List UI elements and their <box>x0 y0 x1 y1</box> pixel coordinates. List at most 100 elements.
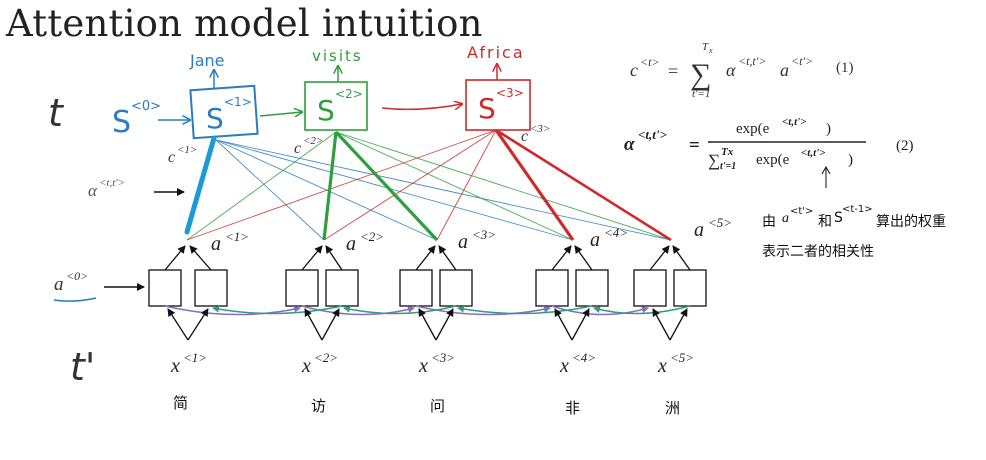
initial-state-sup: <0> <box>131 99 161 114</box>
annotation-5: a <box>694 219 704 241</box>
note-a: a <box>782 211 789 226</box>
state-box-1-label: S <box>206 102 224 135</box>
annotation-3-sup: <3> <box>472 227 496 242</box>
eq2-sum-upper: Tx <box>721 146 734 158</box>
note-prefix: 由 <box>762 214 776 230</box>
slide-title: Attention model intuition <box>6 2 483 45</box>
eq2-numerator: exp(e <box>736 121 770 137</box>
eq1-term1-sup: <t,t'> <box>738 54 766 68</box>
input-char-2: 访 <box>311 397 326 415</box>
annotation-4-sup: <4> <box>604 225 628 240</box>
time-t-prime-label: t' <box>70 345 95 389</box>
note-line2: 表示二者的相关性 <box>762 244 874 260</box>
eq2-lhs: α <box>624 134 635 155</box>
eq2-tag: (2) <box>896 138 914 154</box>
input-2-sup: <2> <box>314 350 338 365</box>
context-3-sup: <3> <box>530 123 550 135</box>
annotation-4: a <box>590 229 600 251</box>
attention-strong-2-3 <box>334 130 439 242</box>
eq1-equals: = <box>668 61 678 81</box>
context-2-sup: <2> <box>303 135 323 147</box>
state-arrow-1-2 <box>259 112 302 116</box>
annotation-3: a <box>458 231 468 253</box>
eq1-lhs: c <box>630 60 638 80</box>
attention-strong-3-5 <box>495 128 672 242</box>
attention-lines-red <box>186 129 497 241</box>
state-box-3-sup: <3> <box>496 86 524 100</box>
input-1: x <box>170 355 180 377</box>
eq1-sum-upper-sub: x <box>708 46 713 55</box>
eq2-numerator-sup: <t,t'> <box>782 116 806 128</box>
eq1-lhs-sup: <t> <box>640 55 660 69</box>
state-box-2 <box>304 81 368 131</box>
output-word-2: visits <box>312 47 363 65</box>
input-1-sup: <1> <box>183 350 207 365</box>
annotation-1: a <box>211 233 221 255</box>
annotation-5-sup: <5> <box>708 215 732 230</box>
note-a-sup: <t'> <box>790 206 813 217</box>
attention-strong-2-2 <box>322 131 338 241</box>
encoder-cells <box>148 269 707 307</box>
note-s-sup: <t-1> <box>842 204 873 215</box>
eq1-sum-lower: t'=1 <box>692 88 710 100</box>
eq2-numerator-close: ) <box>826 121 831 137</box>
input-char-5: 洲 <box>665 399 680 417</box>
attention-lines-green <box>186 131 672 241</box>
initial-state-label: S <box>112 105 131 140</box>
eq2-sum-lower: t'=1 <box>720 161 736 172</box>
input-4: x <box>559 355 569 377</box>
state-box-3-label: S <box>478 92 496 125</box>
annotation-1-sup: <1> <box>225 229 249 244</box>
formula-2: α <t,t'> = exp(e <t,t'> ) ∑ Tx t'=1 exp(… <box>624 116 914 172</box>
eq1-term2-sup: <t'> <box>791 54 813 68</box>
state-box-2-label: S <box>317 94 335 127</box>
input-char-3: 问 <box>430 397 445 415</box>
context-2-label: c <box>294 140 301 157</box>
eq2-pointer-head <box>821 165 831 175</box>
a0-underline <box>53 297 97 302</box>
backward-arcs <box>212 305 691 315</box>
context-3-label: c <box>521 128 528 145</box>
weight-note: 由 a <t'> 和 S <t-1> 算出的权重 表示二者的相关性 <box>762 204 946 260</box>
state-box-1-sup: <1> <box>224 95 252 109</box>
note-s: S <box>834 210 843 226</box>
eq1-term1: α <box>726 60 736 80</box>
alpha-label: α <box>88 181 98 200</box>
eq2-equals: = <box>689 135 700 156</box>
time-t-label: t <box>48 91 65 135</box>
a0-label: a <box>54 274 64 295</box>
state-box-2-sup: <2> <box>335 87 363 101</box>
attention-lines-blue <box>215 139 672 241</box>
eq1-term2: a <box>780 60 789 80</box>
annotation-2: a <box>346 233 356 255</box>
eq2-denominator-close: ) <box>848 152 853 168</box>
eq2-denominator: exp(e <box>756 152 790 168</box>
input-5: x <box>657 355 667 377</box>
input-arrows <box>167 308 688 341</box>
eq1-sigma: ∑ <box>690 58 711 91</box>
input-char-4: 非 <box>565 399 580 417</box>
eq2-lhs-sup: <t,t'> <box>638 127 667 142</box>
state-arrow-2-3 <box>381 104 462 111</box>
attention-strong-1-1 <box>184 135 217 235</box>
attention-strong-3-4 <box>494 129 575 241</box>
eq1-tag: (1) <box>836 60 854 76</box>
note-middle: 和 <box>818 214 832 230</box>
input-2: x <box>301 355 311 377</box>
output-word-1: Jane <box>189 51 225 70</box>
alpha-label-sup: <t,t'> <box>99 177 125 189</box>
cell-up-arrows <box>164 245 691 271</box>
note-suffix: 算出的权重 <box>876 214 946 230</box>
input-4-sup: <4> <box>572 350 596 365</box>
input-3: x <box>418 355 428 377</box>
output-word-3: Africa <box>467 43 525 62</box>
input-5-sup: <5> <box>670 350 694 365</box>
eq1-sum-upper: T <box>702 41 709 53</box>
formula-1: c <t> = ∑ T x t'=1 α <t,t'> a <t'> (1) <box>630 41 854 100</box>
a0-label-sup: <0> <box>66 269 88 283</box>
state-box-1 <box>189 84 259 140</box>
annotation-2-sup: <2> <box>360 229 384 244</box>
eq2-sum: ∑ <box>708 151 720 170</box>
input-3-sup: <3> <box>431 350 455 365</box>
